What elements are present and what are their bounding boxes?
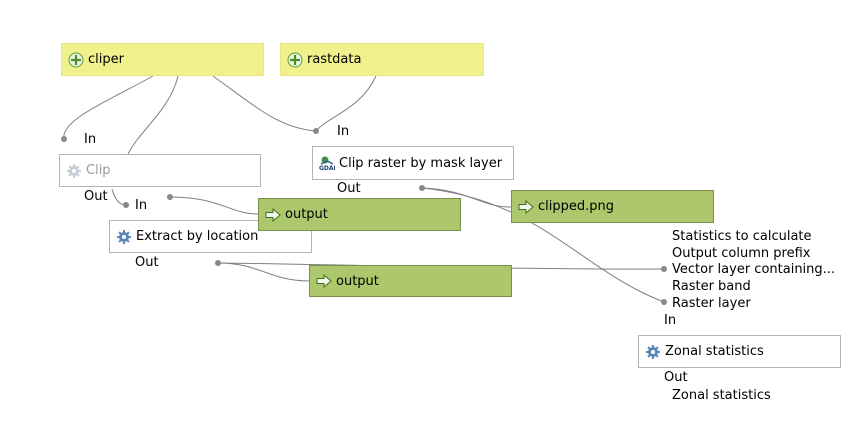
port-in-label: In [84,132,97,147]
zonal-input-param: Raster band [672,279,751,294]
port-in-label: In [135,198,148,213]
algorithm-label: Clip raster by mask layer [339,155,503,171]
arrow-right-icon [265,207,281,222]
algorithm-label: Zonal statistics [665,344,764,359]
algorithm-label: Clip [86,163,111,178]
port-dot [419,185,425,191]
port-dot [123,202,129,208]
wire-extract-outputb [217,262,310,282]
algorithm-node-zonal-statistics[interactable]: Zonal statistics [638,335,841,368]
port-out-label: Out [135,255,159,270]
algorithm-node-clip[interactable]: Clip [59,154,261,187]
output-label: output [336,273,379,289]
input-node-label: cliper [88,52,124,67]
port-out-label: Out [337,181,361,196]
gear-icon [646,344,660,359]
output-label: output [285,207,328,222]
output-node-output-b[interactable]: output [309,265,512,297]
plus-icon [287,52,303,67]
zonal-input-param: Raster layer [672,296,751,311]
zonal-output-name: Zonal statistics [672,388,771,403]
wire-cliper-clip2 [127,75,179,155]
algorithm-node-clip-raster[interactable]: GDAL Clip raster by mask layer [312,146,514,180]
wire-cliper-clip [63,75,154,140]
wire-clip-outputa [169,196,259,215]
port-dot [61,136,67,142]
arrow-right-icon [518,199,534,214]
algorithm-label: Extract by location [136,229,259,244]
output-label: clipped.png [538,199,615,214]
port-in-label: In [337,124,350,139]
output-node-clipped[interactable]: clipped.png [511,190,714,223]
port-dot [661,266,667,272]
svg-text:GDAL: GDAL [319,165,335,171]
zonal-input-param: Output column prefix [672,246,811,261]
input-node-label: rastdata [307,52,362,67]
gear-icon [117,229,131,244]
wire-clip-extract [111,188,127,206]
zonal-input-param: Statistics to calculate [672,229,812,244]
port-dot [313,128,319,134]
output-node-output-a[interactable]: output [258,198,461,231]
wire-rastdata-clipraster [315,75,377,132]
port-dot [661,299,667,305]
port-in-label: In [664,313,677,328]
port-out-label: Out [84,189,108,204]
wire-clipraster-zonal [421,187,665,303]
port-out-label: Out [664,370,688,385]
wire-cliper-clipraster [212,75,317,132]
port-dot [167,194,173,200]
gdal-icon: GDAL [319,156,335,171]
gear-icon [67,163,81,178]
input-node-cliper[interactable]: cliper [61,43,264,76]
plus-icon [68,52,84,67]
port-dot [215,260,221,266]
arrow-right-icon [316,273,332,289]
zonal-input-param: Vector layer containing... [672,262,836,277]
input-node-rastdata[interactable]: rastdata [280,43,484,76]
